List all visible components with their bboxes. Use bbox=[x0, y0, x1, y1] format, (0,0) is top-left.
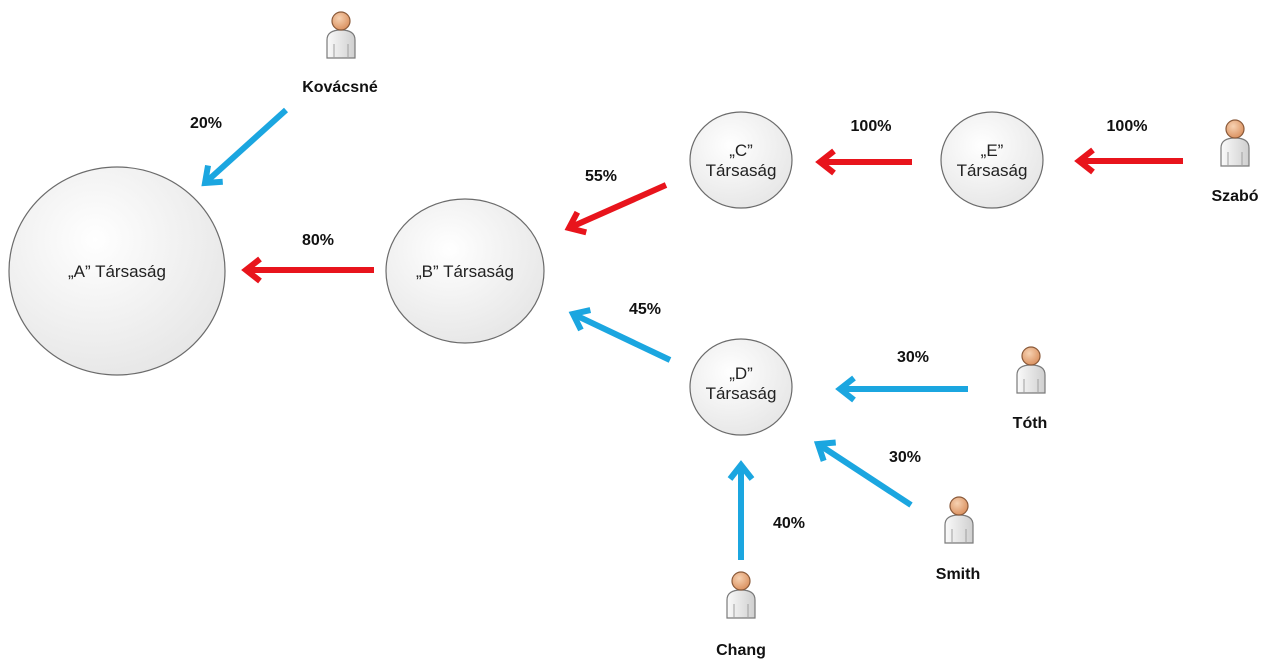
edge-label-b-a: 80% bbox=[302, 232, 334, 249]
company-node-b: „B” Társaság bbox=[385, 198, 545, 344]
edge-label-e-c: 100% bbox=[851, 118, 892, 135]
person-icon bbox=[326, 11, 356, 59]
company-d-label-line2: Társaság bbox=[706, 384, 777, 403]
person-kovacsne: Kovácsné bbox=[302, 11, 378, 96]
arrow-c-to-b-head bbox=[564, 210, 587, 236]
company-node-c: „C” Társaság bbox=[689, 111, 793, 209]
arrow-d-to-b-head bbox=[568, 307, 592, 332]
person-icon bbox=[1220, 119, 1250, 167]
person-toth-name: Tóth bbox=[1013, 415, 1048, 432]
company-c-label-line1: „C” bbox=[729, 141, 753, 160]
edge-label-toth-d: 30% bbox=[897, 349, 929, 366]
company-b-label: „B” Társaság bbox=[416, 262, 514, 281]
person-icon bbox=[944, 496, 974, 544]
arrow-smith-to-d-head bbox=[813, 439, 836, 462]
company-node-a: „A” Társaság bbox=[8, 166, 226, 376]
person-icon bbox=[1016, 346, 1046, 394]
person-toth: Tóth bbox=[1013, 346, 1048, 432]
company-e-label-line2: Társaság bbox=[957, 161, 1028, 180]
person-szabo-name: Szabó bbox=[1211, 188, 1258, 205]
arrow-b-to-a-head bbox=[241, 256, 262, 284]
person-icon bbox=[726, 571, 756, 619]
edge-label-smith-d: 30% bbox=[889, 449, 921, 466]
person-chang-name: Chang bbox=[716, 642, 766, 659]
company-node-d: „D” Társaság bbox=[689, 338, 793, 436]
arrow-e-to-c-head bbox=[815, 148, 836, 176]
person-chang: Chang bbox=[716, 571, 766, 659]
arrow-toth-to-d-head bbox=[835, 375, 856, 403]
company-d-label-line1: „D” bbox=[729, 364, 753, 383]
edge-label-d-b: 45% bbox=[629, 301, 661, 318]
edge-label-c-b: 55% bbox=[585, 168, 617, 185]
arrow-kovacsne-to-a bbox=[205, 107, 289, 183]
arrow-chang-to-d-head bbox=[727, 460, 755, 481]
arrow-szabo-to-e-head bbox=[1074, 147, 1095, 175]
arrow-d-to-b bbox=[575, 313, 672, 363]
arrow-c-to-b bbox=[571, 182, 668, 230]
person-smith-name: Smith bbox=[936, 566, 980, 583]
person-szabo: Szabó bbox=[1211, 119, 1259, 205]
company-a-label: „A” Társaság bbox=[68, 262, 166, 281]
arrow-smith-to-d bbox=[819, 443, 913, 508]
company-e-label-line1: „E” bbox=[981, 141, 1004, 160]
arrow-kovacsne-to-a-head bbox=[201, 164, 223, 187]
person-smith: Smith bbox=[936, 496, 980, 583]
company-node-e: „E” Társaság bbox=[940, 111, 1044, 209]
edge-label-chang-d: 40% bbox=[773, 515, 805, 532]
edge-label-kovacsne-a: 20% bbox=[190, 115, 222, 132]
company-c-label-line2: Társaság bbox=[706, 161, 777, 180]
person-kovacsne-name: Kovácsné bbox=[302, 79, 378, 96]
edge-label-szabo-e: 100% bbox=[1107, 118, 1148, 135]
